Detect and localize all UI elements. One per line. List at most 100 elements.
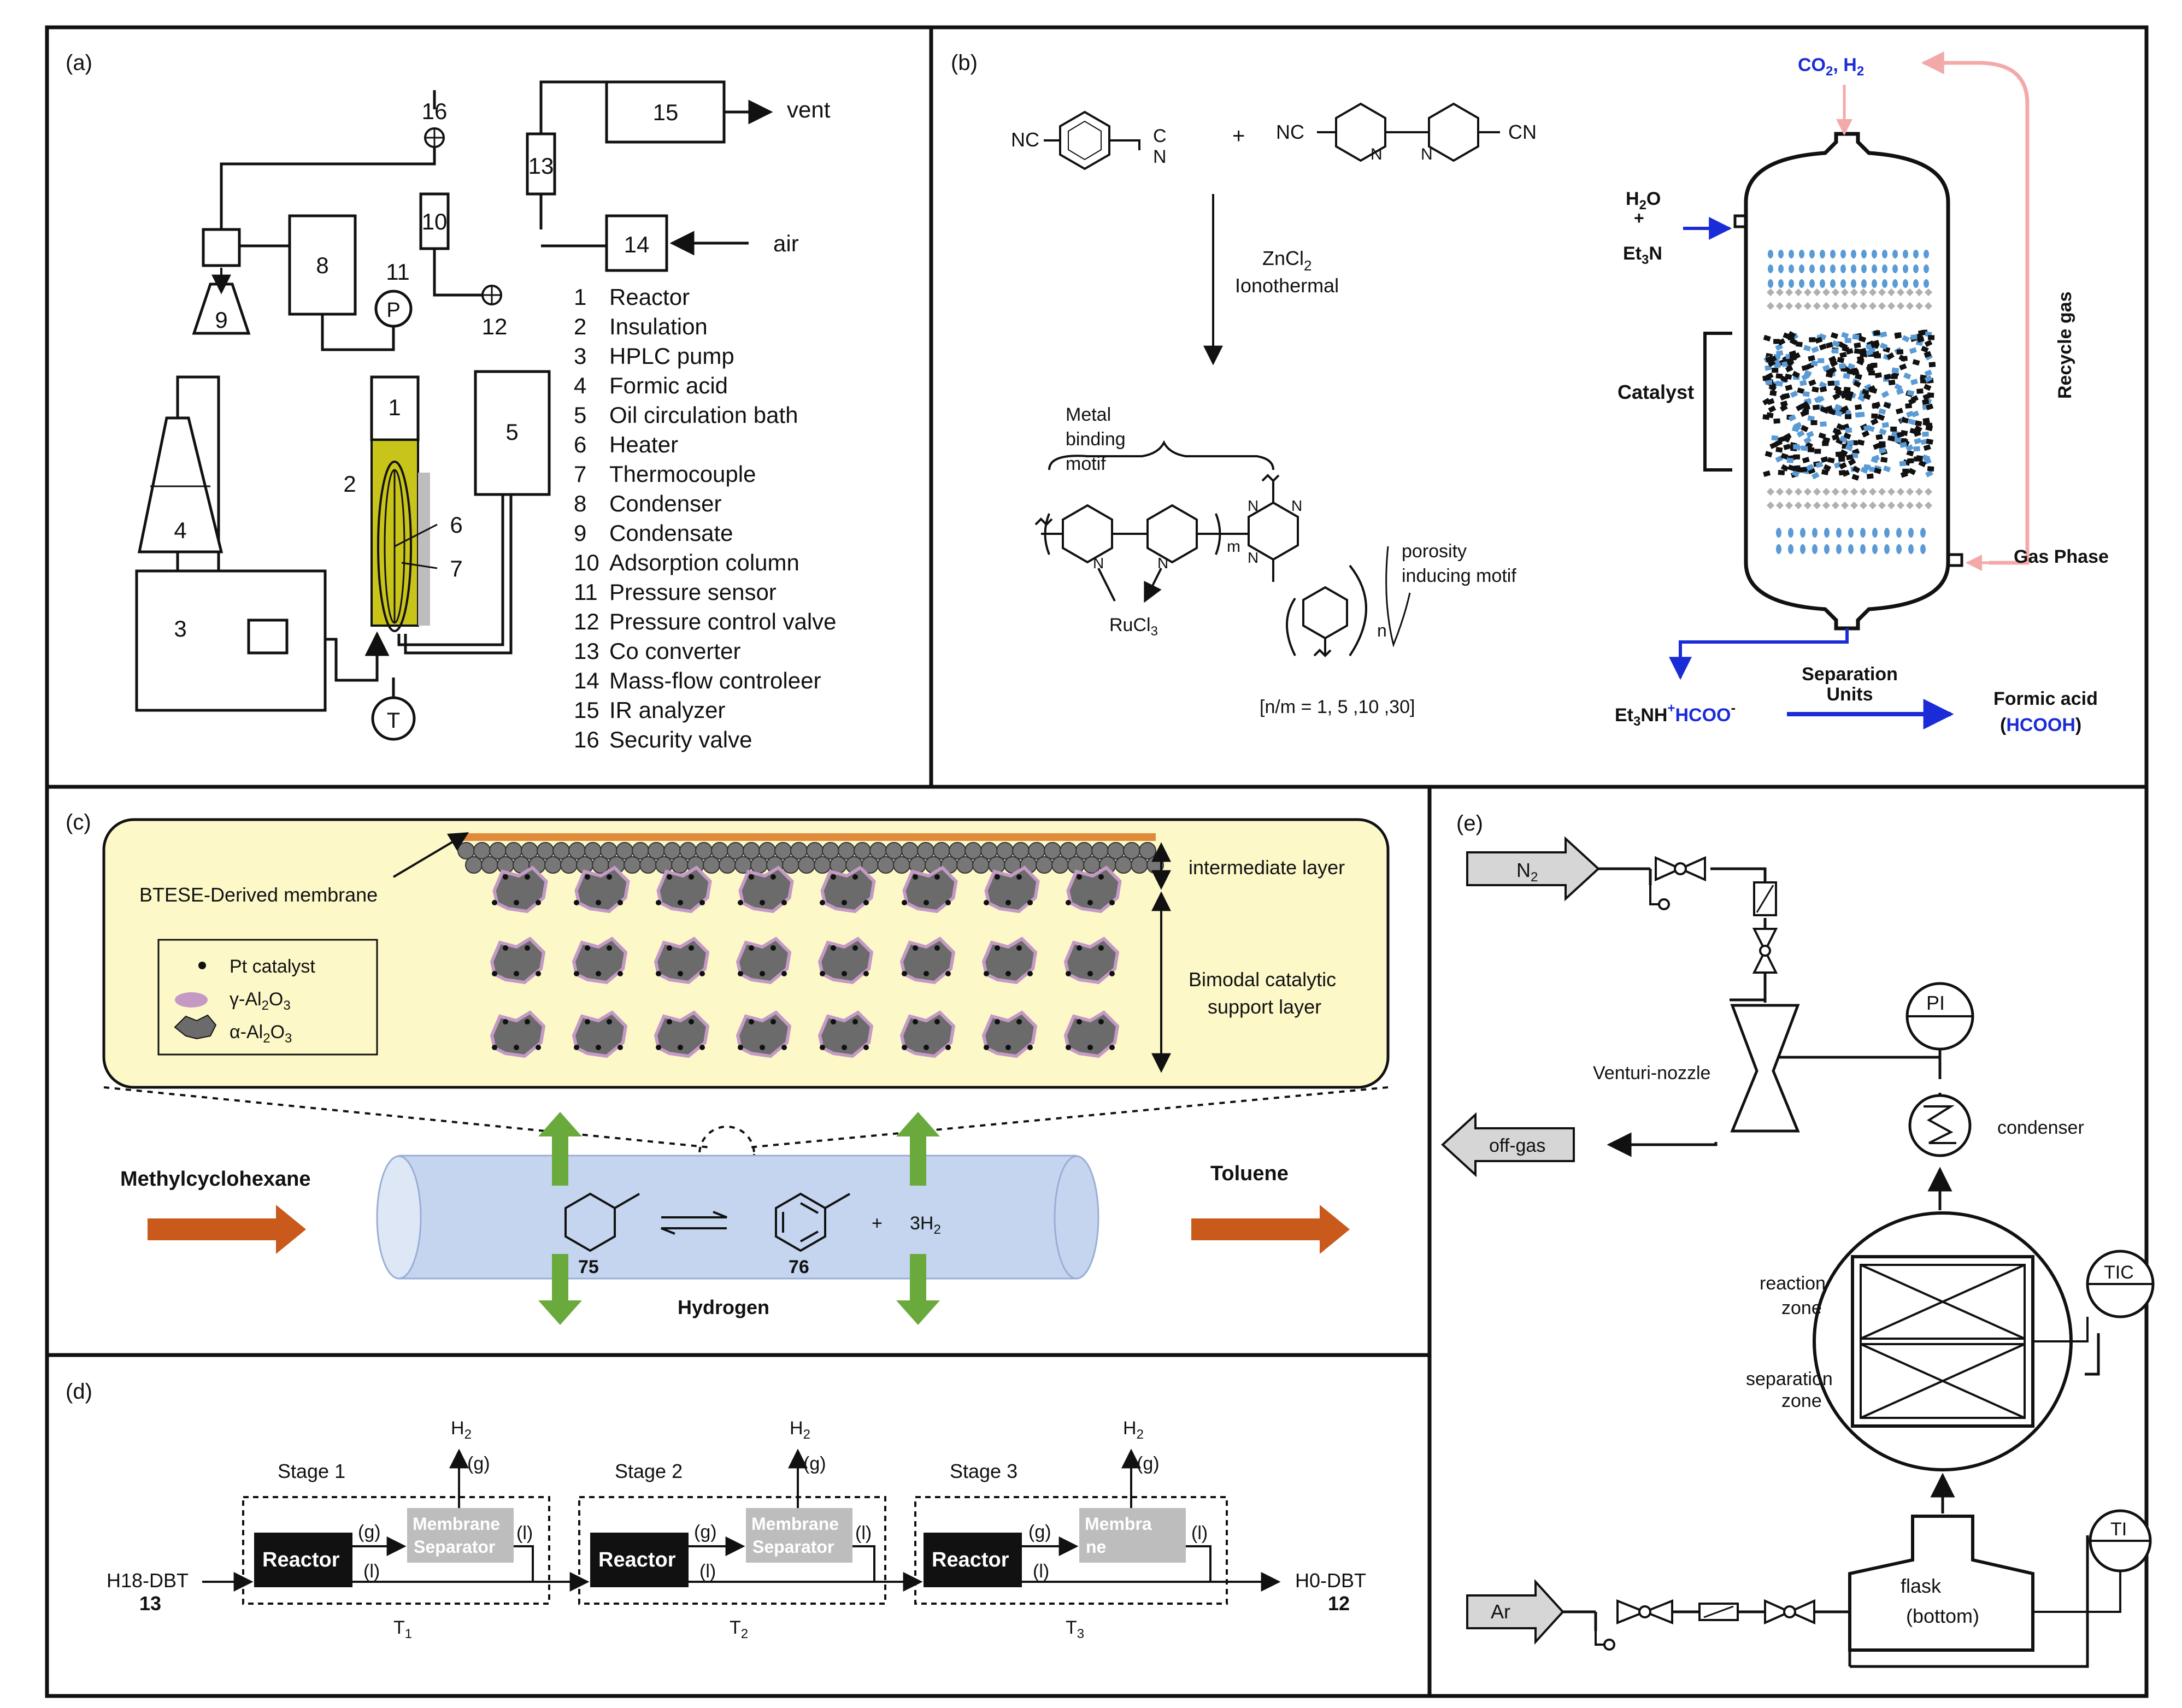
t3: T3	[1066, 1617, 1084, 1641]
legend-pt: Pt catalyst	[230, 956, 315, 977]
droplet	[1789, 250, 1794, 258]
label-1: 1	[388, 394, 401, 420]
reaction-zone-2: zone	[1781, 1298, 1822, 1318]
catalyst-particle	[1767, 360, 1776, 367]
legend-text-11: Pressure sensor	[609, 579, 777, 605]
bipyridine-dinitrile: NC CN N N	[1276, 102, 1537, 163]
legend-num-1: 1	[574, 284, 586, 310]
catalyst-particle	[1922, 431, 1929, 437]
pt-dot	[574, 971, 579, 976]
panel-b: (b) NC C N + NC CN N N ZnCl2 Ionothermal…	[951, 51, 2109, 735]
product-outlet-arrow	[1669, 628, 1849, 680]
pt-dot	[820, 971, 825, 976]
catalyst-particle	[1896, 431, 1904, 438]
droplet	[1778, 279, 1784, 288]
product-num: 12	[1328, 1592, 1350, 1615]
legend-text-6: Heater	[609, 432, 678, 457]
pt-dot	[492, 900, 497, 905]
venturi-label: Venturi-nozzle	[1593, 1063, 1710, 1083]
ring-n-d: N	[1291, 497, 1302, 514]
label-7: 7	[450, 556, 462, 581]
recycle-loop	[1924, 61, 2030, 565]
pt-dot	[503, 945, 508, 951]
ring-n-e: N	[1248, 549, 1258, 566]
intermediate-sphere	[782, 856, 799, 874]
catalyst-particle	[1863, 425, 1871, 431]
catalyst-particle	[1811, 346, 1819, 354]
pt-dot	[902, 900, 907, 905]
catalyst-particle	[1845, 414, 1852, 420]
toluene-arrow	[1191, 1205, 1350, 1254]
reagent: ZnCl2	[1262, 247, 1311, 274]
catalyst-particle	[1812, 386, 1819, 393]
catalyst-particle	[1765, 451, 1773, 458]
label-4: 4	[174, 517, 186, 543]
catalyst-particle	[1807, 415, 1815, 422]
catalyst-particle	[1848, 458, 1856, 466]
catalyst-particle	[1908, 468, 1916, 475]
pt-dot	[607, 1019, 612, 1024]
catalyst-particle	[1925, 470, 1933, 478]
droplet	[1882, 264, 1887, 273]
molecules	[564, 1192, 851, 1252]
catalyst-particle	[1909, 347, 1917, 354]
catalyst-particle	[1801, 401, 1809, 409]
droplet	[1776, 544, 1781, 554]
pt-dot	[781, 971, 787, 976]
catalyst-particle	[1812, 404, 1820, 410]
ratio: [n/m = 1, 5 ,10 ,30]	[1260, 697, 1415, 717]
droplet	[1884, 544, 1890, 554]
pt-dot	[984, 900, 989, 905]
catalyst-particle	[1815, 337, 1823, 344]
separator-2	[746, 1508, 852, 1563]
catalyst-particle	[1922, 454, 1930, 462]
catalyst-particle	[1854, 342, 1861, 349]
catalyst-particle	[1775, 373, 1783, 379]
stage-1	[242, 1448, 550, 1605]
pt-dot	[771, 874, 776, 880]
pt-dot	[1109, 1045, 1115, 1050]
droplet	[1884, 528, 1890, 538]
legend-num-11: 11	[574, 579, 598, 605]
catalyst-particle	[1868, 370, 1875, 376]
droplet	[1896, 544, 1902, 554]
pt-dot	[771, 1019, 776, 1024]
intermediate-sphere	[1036, 856, 1053, 874]
droplet	[1903, 279, 1908, 288]
droplet	[1836, 528, 1842, 538]
pt-dot	[913, 1019, 918, 1024]
panel-d-label: (d)	[66, 1380, 92, 1404]
intermediate-sphere	[1115, 856, 1132, 874]
catalyst-particle	[1891, 374, 1898, 379]
reactor-3	[924, 1533, 1022, 1587]
pt-dot	[536, 1045, 541, 1050]
catalyst-particle	[1820, 421, 1827, 427]
label-14: 14	[624, 232, 650, 257]
panel-c-label: (c)	[66, 810, 91, 834]
catalyst-bed	[1762, 329, 1936, 481]
h2-c: 3H2	[910, 1213, 941, 1237]
catalyst-particle	[1774, 362, 1781, 368]
stage-2-label: Stage 2	[615, 1460, 683, 1482]
catalyst-particle	[1789, 355, 1797, 361]
catalyst-bracket	[1703, 332, 1732, 472]
n2-label: N2	[1516, 859, 1538, 885]
bimodal-1: Bimodal catalytic	[1189, 968, 1336, 991]
panel-d: (d)	[66, 1380, 1366, 1641]
pt-dot	[995, 945, 1000, 951]
droplet	[1799, 279, 1804, 288]
catalyst-particle	[1892, 368, 1899, 374]
catalyst-particle	[1886, 352, 1895, 360]
catalyst-particle	[1832, 340, 1840, 348]
catalyst-particle	[1810, 420, 1818, 426]
droplet	[1809, 279, 1815, 288]
et3n: Et3N	[1623, 243, 1662, 267]
pt-dot	[1077, 945, 1082, 951]
pt-dot	[525, 945, 530, 951]
label-10: 10	[422, 209, 448, 234]
pt-dot	[1077, 874, 1082, 880]
catalyst-particle	[1793, 454, 1800, 460]
pt-dot	[1066, 900, 1071, 905]
catalyst-particle	[1907, 458, 1914, 464]
catalyst-particle	[1839, 449, 1848, 457]
